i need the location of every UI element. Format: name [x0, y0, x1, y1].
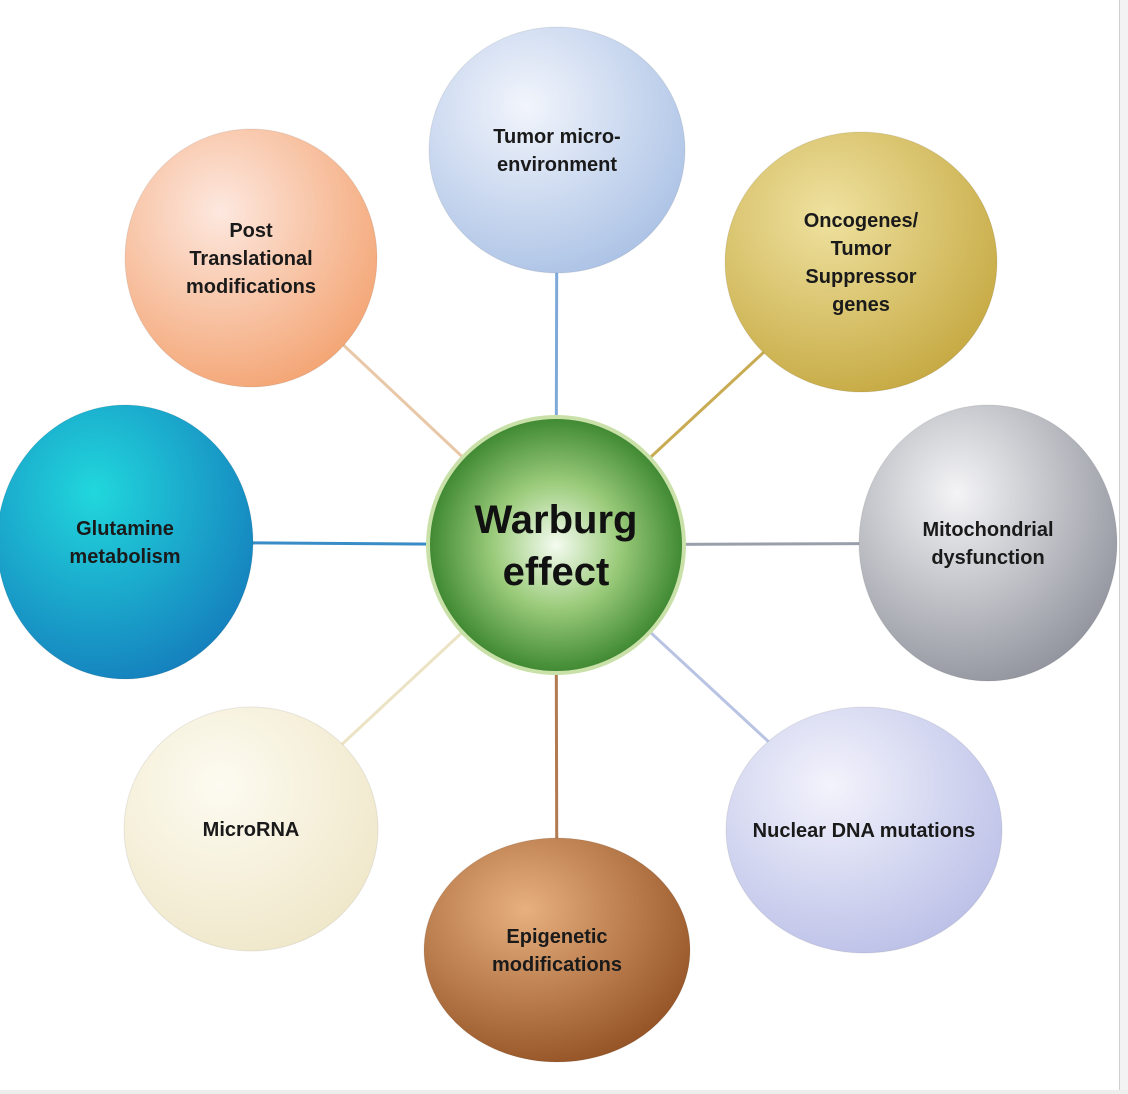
node-circle-mitochondrial-dysfunction	[858, 404, 1118, 682]
connector-microrna	[337, 627, 468, 749]
connector-glutamine-metabolism	[250, 541, 435, 546]
node-label-oncogenes-tumor-suppressor-genes: Suppressor	[805, 266, 916, 288]
hub-circle	[430, 419, 682, 671]
node-label-epigenetic-modifications: Epigenetic	[506, 926, 607, 948]
node-label-mitochondrial-dysfunction: Mitochondrial	[922, 519, 1053, 541]
connector-group	[250, 270, 862, 841]
node-label-post-translational-modifications: Translational	[189, 248, 312, 270]
node-label-glutamine-metabolism: metabolism	[69, 546, 180, 568]
node-mitochondrial-dysfunction: Mitochondrial dysfunction	[858, 404, 1118, 682]
node-circle-tumor-microenvironment	[428, 26, 686, 274]
node-label-tumor-microenvironment: Tumor micro-	[493, 126, 620, 148]
node-circle-post-translational-modifications	[124, 128, 378, 388]
node-circle-oncogenes-tumor-suppressor-genes	[724, 131, 998, 393]
node-circle-nuclear-dna-mutations	[725, 706, 1003, 954]
right-border	[1119, 0, 1128, 1094]
bottom-border	[0, 1090, 1128, 1094]
hub-group: Warburg effect	[426, 415, 686, 675]
node-label-oncogenes-tumor-suppressor-genes: Oncogenes/	[804, 210, 919, 232]
node-label-oncogenes-tumor-suppressor-genes: Tumor	[831, 238, 892, 260]
node-glutamine-metabolism: Glutamine metabolism	[0, 404, 254, 680]
node-label-epigenetic-modifications: modifications	[492, 954, 622, 976]
node-label-post-translational-modifications: modifications	[186, 276, 316, 298]
node-tumor-microenvironment: Tumor micro-environment	[428, 26, 686, 274]
hub-label: Warburg	[475, 498, 638, 542]
connector-oncogenes-tumor-suppressor-genes	[644, 347, 769, 464]
node-circle-glutamine-metabolism	[0, 404, 254, 680]
node-label-nuclear-dna-mutations: Nuclear DNA mutations	[753, 820, 976, 842]
connector-mitochondrial-dysfunction	[677, 542, 862, 546]
node-microrna: MicroRNA	[123, 706, 379, 952]
node-label-microrna: MicroRNA	[203, 819, 300, 841]
node-nuclear-dna-mutations: Nuclear DNA mutations	[725, 706, 1003, 954]
node-circle-epigenetic-modifications	[423, 837, 691, 1063]
node-label-glutamine-metabolism: Glutamine	[76, 518, 174, 540]
hub-label: effect	[503, 550, 610, 594]
connector-nuclear-dna-mutations	[644, 626, 777, 749]
node-label-post-translational-modifications: Post	[229, 220, 273, 242]
node-label-tumor-microenvironment: environment	[497, 154, 617, 176]
connector-post-translational-modifications	[340, 341, 469, 463]
node-group: Tumor micro-environmentOncogenes/TumorSu…	[0, 26, 1118, 1063]
node-circle-microrna	[123, 706, 379, 952]
node-label-mitochondrial-dysfunction: dysfunction	[931, 547, 1044, 569]
node-epigenetic-modifications: Epigenetic modifications	[423, 837, 691, 1063]
node-label-oncogenes-tumor-suppressor-genes: genes	[832, 294, 890, 316]
